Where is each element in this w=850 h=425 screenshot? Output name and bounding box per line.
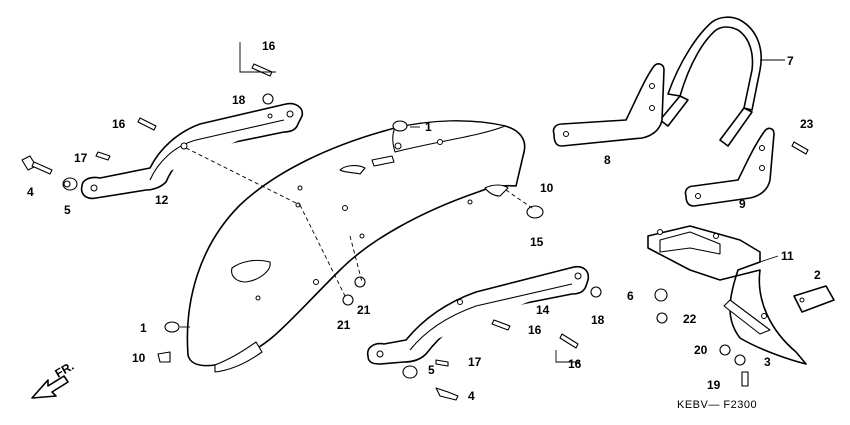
callout-13: 12 <box>155 193 169 207</box>
callout-17: 17 <box>468 355 482 369</box>
callout-22: 22 <box>683 312 697 326</box>
callout-7: 7 <box>787 54 794 68</box>
callout-23: 23 <box>800 117 814 131</box>
callouts: 16 18 16 17 4 5 12 1 10 15 21 21 1 10 14… <box>27 39 821 403</box>
reflector <box>793 285 835 313</box>
callout-1: 1 <box>140 321 147 335</box>
callout-11: 10 <box>132 351 146 365</box>
callout-16: 16 <box>112 117 126 131</box>
callout-8: 8 <box>604 153 611 167</box>
callout-16: 16 <box>528 323 542 337</box>
callout-14: 14 <box>536 303 550 317</box>
callout-15: 15 <box>530 235 544 249</box>
right-grab-rail <box>366 265 590 365</box>
side-plate-upper <box>552 63 665 147</box>
rear-fender <box>186 120 526 373</box>
callout-20: 20 <box>694 343 708 357</box>
callout-5: 5 <box>64 203 71 217</box>
side-plate-lower <box>684 127 775 207</box>
callout-12: 11 <box>781 249 794 263</box>
callout-2: 2 <box>814 268 821 282</box>
callout-21: 21 <box>357 303 371 317</box>
assembly-lines <box>185 147 536 299</box>
license-bracket <box>647 225 807 365</box>
left-grab-rail <box>80 102 304 200</box>
leader-lines <box>180 42 785 363</box>
front-direction-label: FR. <box>53 359 77 381</box>
backrest-bracket <box>659 16 762 147</box>
callout-5: 5 <box>428 363 435 377</box>
callout-10: 10 <box>540 181 554 195</box>
hardware <box>21 63 809 401</box>
callout-16: 16 <box>568 357 582 371</box>
callout-1: 1 <box>425 120 432 134</box>
callout-4: 4 <box>27 185 34 199</box>
callout-18: 18 <box>591 313 605 327</box>
callout-18: 18 <box>232 93 246 107</box>
diagram-code: KEBV— F2300 <box>677 399 757 411</box>
callout-19: 19 <box>707 378 721 392</box>
callout-6: 6 <box>627 289 634 303</box>
callout-17: 17 <box>74 151 88 165</box>
callout-9: 9 <box>739 197 746 211</box>
callout-21: 21 <box>337 318 351 332</box>
callout-16: 16 <box>262 39 276 53</box>
callout-4: 4 <box>468 389 475 403</box>
front-direction-indicator: FR. <box>31 359 77 399</box>
callout-3: 3 <box>764 355 771 369</box>
